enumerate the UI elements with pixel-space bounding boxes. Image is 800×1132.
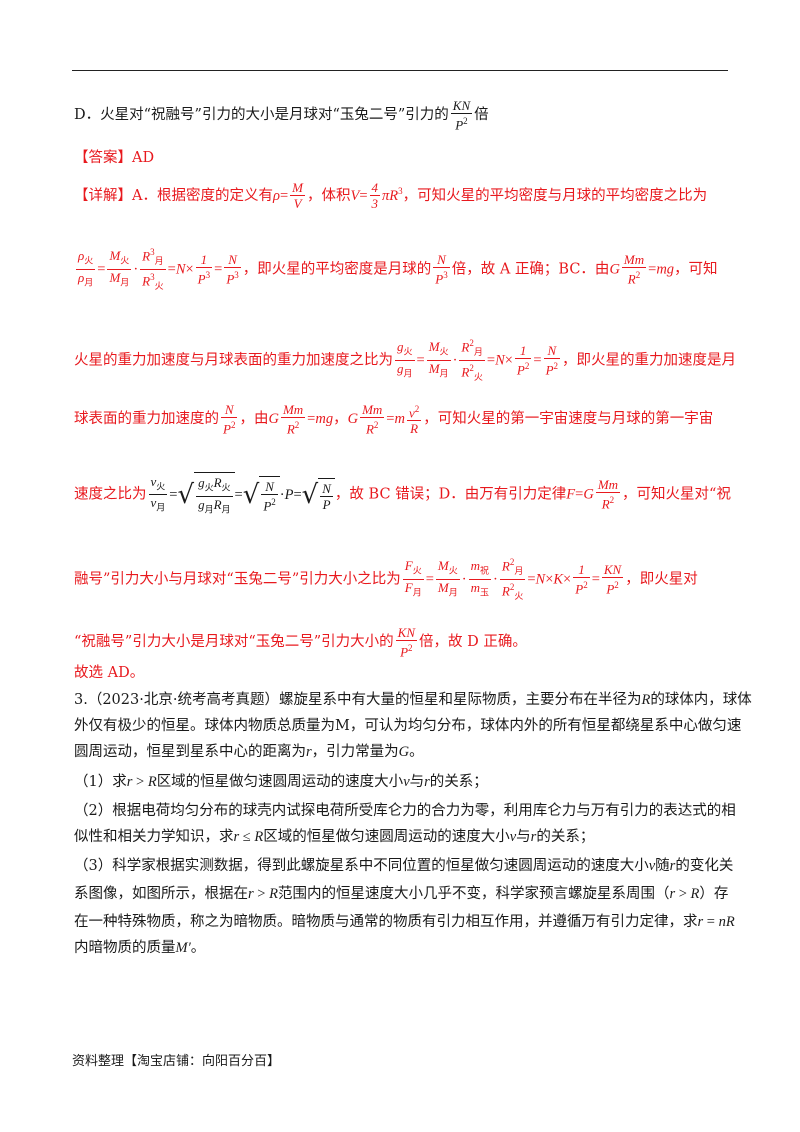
q3-paragraph-3: 圆周运动，恒星到星系中心的距离为r，引力常量为G。 <box>74 744 424 760</box>
answer-line: 【答案】AD <box>74 150 155 166</box>
q3-paragraph-1: 3.（2023·北京·统考高考真题）螺旋星系中有大量的恒星和星际物质，主要分布在… <box>74 692 752 708</box>
q3-sub-3-line-3: 在一种特殊物质，称之为暗物质。暗物质与通常的物质有引力相互作用，并遵循万有引力定… <box>74 914 735 930</box>
q3-sub-1: （1）求r > R区域的恒星做匀速圆周运动的速度大小v与r的关系； <box>74 774 488 790</box>
q3-sub-3-line-2: 系图像，如图所示，根据在r > R范围内的恒星速度大小几乎不变，科学家预言螺旋星… <box>74 886 729 902</box>
q3-sub-3-line-4: 内暗物质的质量M′。 <box>74 940 206 956</box>
conclusion: 故选 AD。 <box>74 665 145 681</box>
header-rule <box>72 70 728 71</box>
q3-sub-2-line-1: （2）根据电荷均匀分布的球壳内试探电荷所受库仑力的合力为零，利用库仑力与万有引力… <box>74 803 736 819</box>
footer-source: 资料整理【淘宝店铺：向阳百分百】 <box>72 1054 281 1069</box>
q3-paragraph-2: 外仅有极少的恒星。球体内物质总质量为M，可认为均匀分布，球体内外的所有恒星都绕星… <box>74 718 742 734</box>
formula-density: ρ <box>272 187 280 204</box>
q3-sub-2-line-2: 似性和相关力学知识，求r ≤ R区域的恒星做匀速圆周运动的速度大小v与r的关系； <box>74 829 595 845</box>
q3-sub-3-line-1: （3）科学家根据实测数据，得到此螺旋星系中不同位置的恒星做匀速圆周运动的速度大小… <box>74 858 734 874</box>
